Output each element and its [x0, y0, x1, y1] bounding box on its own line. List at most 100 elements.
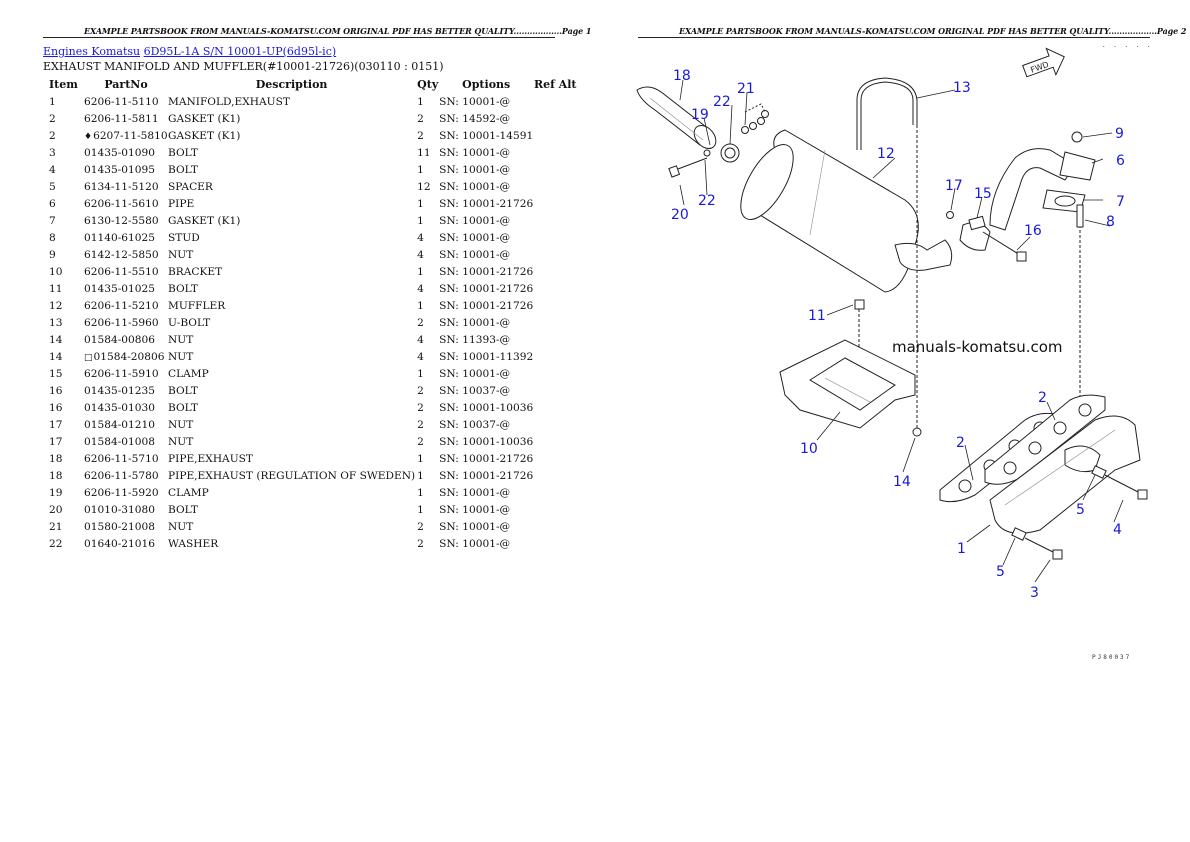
row-item-number: 22: [49, 537, 63, 550]
row-quantity: 2: [417, 435, 424, 448]
row-item-number: 3: [49, 146, 56, 159]
page-header: EXAMPLE PARTSBOOK FROM MANUALS-KOMATSU.C…: [679, 26, 1187, 36]
row-item-number: 13: [49, 316, 63, 329]
callout-number: 20: [671, 207, 689, 223]
row-item-number: 1: [49, 95, 56, 108]
row-part-number-text: 6130-12-5580: [84, 214, 159, 227]
row-quantity: 12: [417, 180, 431, 193]
row-part-number-text: 01435-01235: [84, 384, 155, 397]
page-header: EXAMPLE PARTSBOOK FROM MANUALS-KOMATSU.C…: [84, 26, 592, 36]
row-ref-alt: [533, 195, 577, 212]
callout-number: 1: [957, 541, 966, 557]
clamp-part: [703, 143, 740, 163]
row-part-number-text: 6134-11-5120: [84, 180, 159, 193]
row-options: SN: 10001-@: [439, 520, 511, 533]
row-description: PIPE,EXHAUST (REGULATION OF SWEDEN): [168, 469, 416, 482]
row-description: GASKET (K1): [168, 112, 241, 125]
callout-number: 21: [737, 81, 755, 97]
exploded-parts-diagram: . . . . . FWD: [636, 42, 1153, 661]
row-quantity: 1: [417, 469, 424, 482]
row-description: NUT: [168, 435, 194, 448]
row-part-number: 6206-11-5811: [84, 110, 168, 127]
row-quantity: 11: [417, 146, 431, 159]
row-part-number: 01584-00806: [84, 331, 168, 348]
row-part-number: 6134-11-5120: [84, 178, 168, 195]
row-description: BRACKET: [168, 265, 223, 278]
spacer-bolt-part: [1011, 465, 1148, 560]
row-description: MUFFLER: [168, 299, 226, 312]
bracket-part: [779, 339, 916, 429]
row-part-number-text: 6206-11-5811: [84, 112, 159, 125]
row-part-number: 01435-01030: [84, 399, 168, 416]
row-options: SN: 10001-@: [439, 503, 511, 516]
row-options: SN: 10001-21726: [439, 452, 534, 465]
drawing-code: PJ80037: [1092, 654, 1131, 661]
row-description: PIPE: [168, 197, 195, 210]
callout-number: 18: [673, 68, 691, 84]
row-options: SN: 10001-@: [439, 231, 511, 244]
row-ref-alt: [533, 212, 577, 229]
row-item-number: 16: [49, 384, 63, 397]
row-description: GASKET (K1): [168, 214, 241, 227]
callout-number: 6: [1116, 153, 1125, 169]
row-part-number-text: 01010-31080: [84, 503, 155, 516]
callout-number: 3: [1030, 585, 1039, 601]
row-part-number: 6206-11-5710: [84, 450, 168, 467]
bolt-part: [668, 157, 708, 178]
row-part-number: 01140-61025: [84, 229, 168, 246]
row-ref-alt: [533, 348, 577, 365]
breadcrumb-model-link[interactable]: 6D95L-1A S/N 10001-UP(6d95l-ic): [143, 45, 337, 58]
row-item-number: 16: [49, 401, 63, 414]
row-part-number: 6206-11-5510: [84, 263, 168, 280]
row-part-marker: ♦: [84, 131, 93, 142]
row-item-number: 19: [49, 486, 63, 499]
row-quantity: 4: [417, 231, 424, 244]
row-part-number-text: 01435-01090: [84, 146, 155, 159]
column-header-partno: PartNo: [104, 78, 148, 91]
leader-lines: [679, 79, 1124, 583]
stud-part: [1076, 204, 1084, 228]
row-quantity: 1: [417, 197, 424, 210]
row-part-number: 6206-11-5960: [84, 314, 168, 331]
clamp-15-part: [946, 211, 1027, 262]
column-header-qty: Qty: [417, 78, 439, 91]
diagram-page: EXAMPLE PARTSBOOK FROM MANUALS-KOMATSU.C…: [595, 0, 1190, 842]
callout-number: 14: [893, 474, 911, 490]
row-quantity: 1: [417, 299, 424, 312]
row-part-number: 6130-12-5580: [84, 212, 168, 229]
header-rule: [43, 37, 555, 38]
row-part-number-text: 6206-11-5610: [84, 197, 159, 210]
callout-number: 22: [713, 94, 731, 110]
table-header-row: Item PartNo Description Qty Options Ref …: [43, 76, 577, 93]
nut-washer-part: [741, 103, 769, 134]
row-ref-alt: [533, 178, 577, 195]
row-item-number: 2: [49, 112, 56, 125]
row-quantity: 4: [417, 350, 424, 363]
corner-marks: . . . . .: [1102, 42, 1153, 49]
callout-number: 8: [1106, 214, 1115, 230]
row-ref-alt: [533, 365, 577, 382]
row-item-number: 11: [49, 282, 63, 295]
row-part-number-text: 01584-00806: [84, 333, 155, 346]
u-bolt-part: [856, 77, 918, 150]
row-description: GASKET (K1): [168, 129, 241, 142]
callout-number: 5: [1076, 502, 1085, 518]
forward-arrow-icon: FWD: [1022, 47, 1065, 78]
callout-number: 19: [691, 107, 709, 123]
row-ref-alt: [533, 433, 577, 450]
row-options: SN: 10001-@: [439, 367, 511, 380]
row-options: SN: 10001-@: [439, 537, 511, 550]
parts-list-page: EXAMPLE PARTSBOOK FROM MANUALS-KOMATSU.C…: [43, 26, 592, 550]
pipe-flange-part: [989, 131, 1096, 231]
row-description: STUD: [168, 231, 200, 244]
row-part-number-text: 01584-01008: [84, 435, 155, 448]
breadcrumb-engines-link[interactable]: Engines Komatsu: [43, 45, 141, 58]
row-ref-alt: [533, 501, 577, 518]
